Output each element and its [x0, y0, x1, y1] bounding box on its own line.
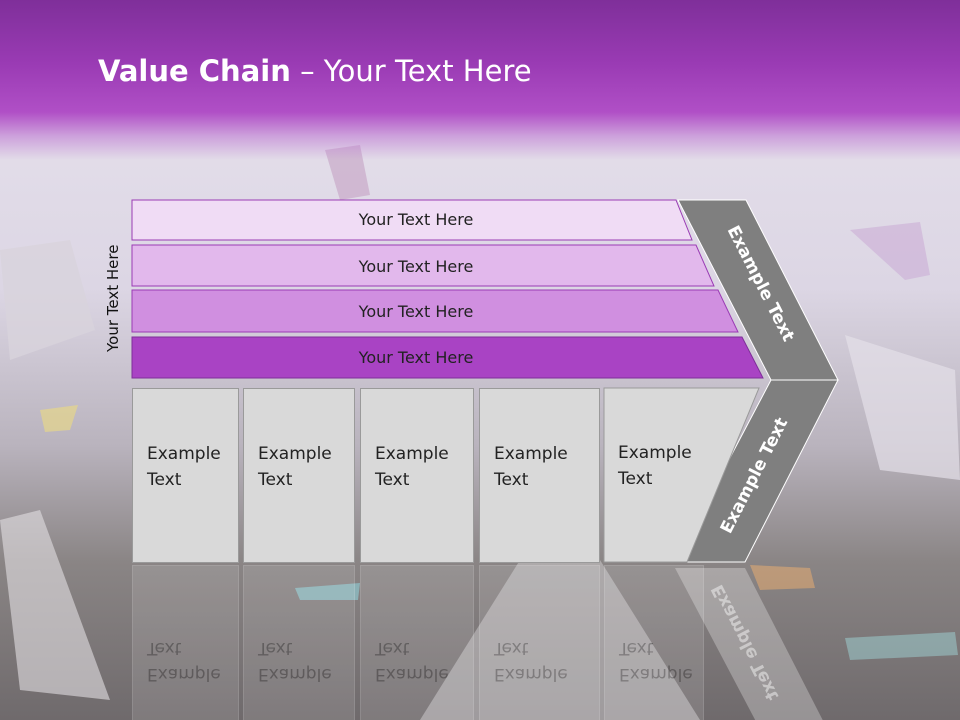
reflection-1-line2: Text — [147, 638, 182, 658]
book-shape — [845, 632, 958, 660]
book-shape — [850, 222, 930, 280]
box-5-line1: Example — [618, 443, 692, 463]
bar-1 — [131, 199, 693, 241]
box-5-line2: Text — [618, 469, 653, 489]
header-band — [0, 0, 960, 160]
book-shape — [0, 510, 110, 700]
reflection-box-1: Example Text — [132, 565, 239, 720]
book-shape — [295, 583, 360, 600]
book-shape — [40, 405, 78, 432]
box-4-line2: Text — [494, 470, 529, 490]
example-box-1: Example Text — [132, 388, 239, 563]
book-shape — [845, 335, 960, 480]
reflection-5-line2: Text — [619, 638, 654, 658]
bar-2-label: Your Text Here — [358, 257, 474, 276]
box-5-shape — [603, 387, 760, 563]
chevron-reflection — [675, 568, 823, 720]
box-2-line1: Example — [258, 444, 332, 464]
bar-2 — [131, 244, 715, 287]
reflection-4-line1: Example — [494, 664, 568, 684]
reflection-1-line1: Example — [147, 664, 221, 684]
reflection-box-2: Example Text — [243, 565, 355, 720]
title-rest: – Your Text Here — [290, 54, 532, 88]
bar-1-label: Your Text Here — [358, 210, 474, 229]
reflection-2-line1: Example — [258, 664, 332, 684]
title-bold: Value Chain — [98, 54, 291, 88]
box-3-line1: Example — [375, 444, 449, 464]
example-box-2: Example Text — [243, 388, 355, 563]
reflection-3-line2: Text — [375, 638, 410, 658]
reflection-3-line1: Example — [375, 664, 449, 684]
bar-4-label: Your Text Here — [358, 348, 474, 367]
bar-3 — [131, 289, 739, 333]
book-shape — [750, 565, 815, 590]
boxes-reflection: Example Text Example Text Example Text E… — [0, 565, 760, 720]
box-4-line1: Example — [494, 444, 568, 464]
slide-title: Value Chain – Your Text Here — [98, 54, 532, 88]
example-box-5: Example Text — [604, 388, 704, 563]
box-1-line1: Example — [147, 444, 221, 464]
reflection-2-line2: Text — [258, 638, 293, 658]
box-2-line2: Text — [258, 470, 293, 490]
book-shape — [420, 560, 700, 720]
example-box-4: Example Text — [479, 388, 600, 563]
reflection-5-line1: Example — [619, 664, 693, 684]
reflection-box-5: Example Text — [604, 565, 704, 720]
bar-4 — [131, 336, 764, 379]
reflection-4-line2: Text — [494, 638, 529, 658]
bar-3-label: Your Text Here — [358, 302, 474, 321]
box-1-line2: Text — [147, 470, 182, 490]
reflection-box-3: Example Text — [360, 565, 474, 720]
example-box-3: Example Text — [360, 388, 474, 563]
book-shape — [0, 240, 95, 360]
box-3-line2: Text — [375, 470, 410, 490]
reflection-box-4: Example Text — [479, 565, 600, 720]
